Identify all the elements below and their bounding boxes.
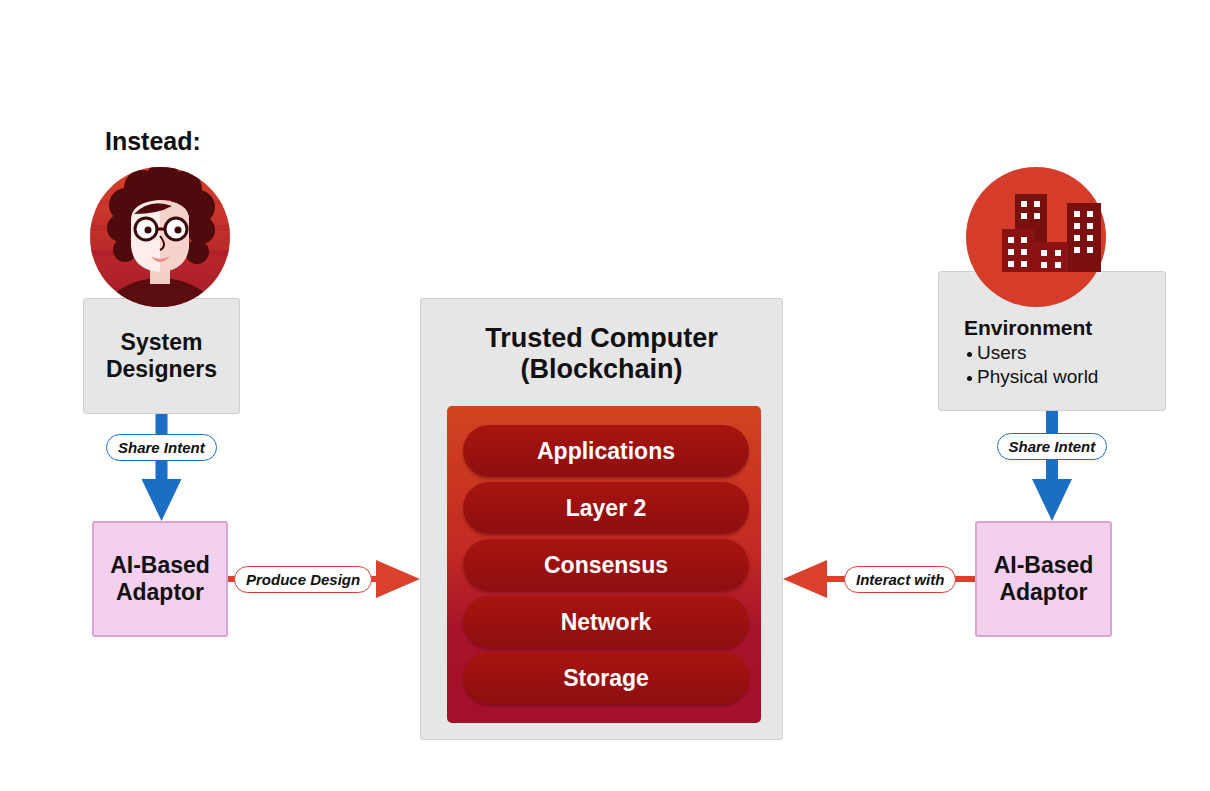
box-label: System Designers <box>84 329 239 383</box>
text-wrap: System Designers <box>84 329 239 383</box>
bullet-dot <box>967 376 972 381</box>
arrow-head <box>142 479 182 521</box>
connector-label: Share Intent <box>997 433 1108 460</box>
container-heading-row: Trusted Computer (Blockchain) <box>421 323 782 385</box>
connector-arrow <box>228 560 420 598</box>
text-wrap: AI-Based Adaptor <box>977 552 1110 606</box>
text-wrap: Network <box>561 609 652 636</box>
text-wrap: Storage <box>563 665 649 692</box>
layer-band: Layer 2 <box>463 482 749 534</box>
arrow-head <box>1032 479 1072 521</box>
adaptor-box: AI-Based Adaptor <box>92 521 228 637</box>
layer-label: Consensus <box>544 552 668 579</box>
layer-band: Storage <box>463 652 749 704</box>
arrow-head <box>783 560 827 598</box>
layer-label: Layer 2 <box>566 495 647 522</box>
container-heading: Trusted Computer (Blockchain) <box>477 323 727 385</box>
arrow-head <box>376 560 420 598</box>
connector-arrow <box>1032 411 1072 521</box>
bullet-dot <box>967 352 972 357</box>
text-wrap: AI-Based Adaptor <box>94 552 226 606</box>
connector-label: Produce Design <box>234 566 372 593</box>
diagram-title: Instead: <box>105 127 201 156</box>
actor-box: System Designers <box>83 298 240 414</box>
system-container: Trusted Computer (Blockchain) Application… <box>420 298 783 740</box>
text-wrap: Applications <box>537 438 675 465</box>
layer-label: Storage <box>563 665 649 692</box>
connector-arrow <box>783 560 975 598</box>
layer-label: Applications <box>537 438 675 465</box>
bullet-item: Physical world <box>977 366 1098 388</box>
box-label: AI-Based Adaptor <box>94 552 226 606</box>
text-wrap: Layer 2 <box>566 495 647 522</box>
adaptor-box: AI-Based Adaptor <box>975 521 1112 637</box>
layer-band: Applications <box>463 425 749 477</box>
text-wrap: Consensus <box>544 552 668 579</box>
box-label: AI-Based Adaptor <box>977 552 1110 606</box>
layer-label: Network <box>561 609 652 636</box>
connector-arrow <box>142 414 182 521</box>
layer-band: Consensus <box>463 539 749 591</box>
connector-label: Share Intent <box>106 434 217 461</box>
bullet-item: Users <box>977 342 1027 364</box>
layer-band: Network <box>463 596 749 648</box>
environment-box: EnvironmentUsersPhysical world <box>938 271 1166 411</box>
connector-label: Interact with <box>844 566 956 593</box>
environment-heading: Environment <box>964 316 1092 340</box>
